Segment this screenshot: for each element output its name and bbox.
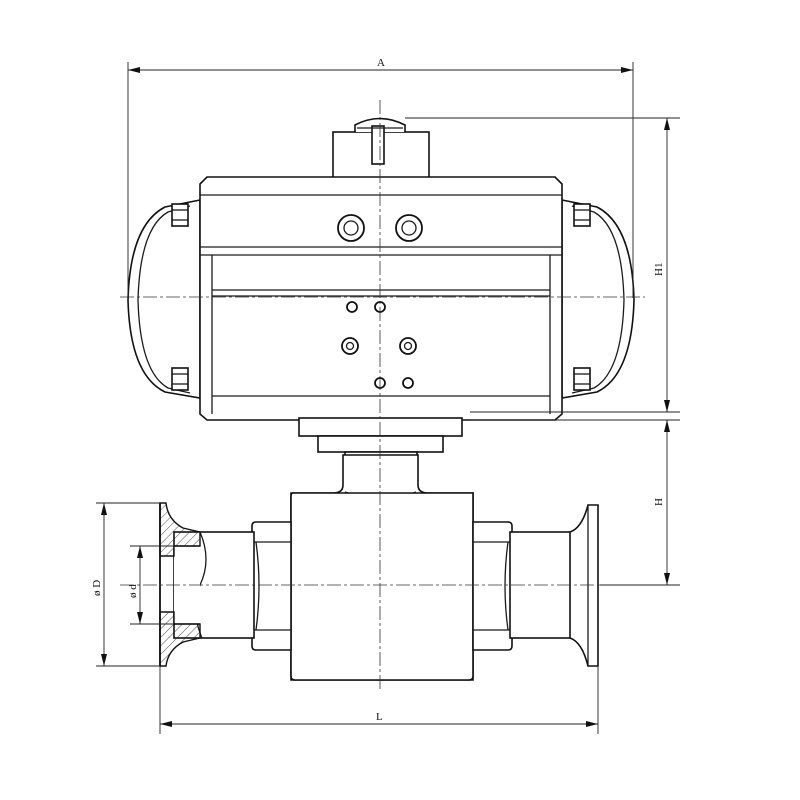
right-clamp-ferrule bbox=[569, 504, 599, 667]
right-top-bolt bbox=[573, 203, 591, 227]
dimension-H1: H1 bbox=[405, 117, 680, 413]
dimension-label-OD: ø D bbox=[91, 580, 103, 596]
center-lines bbox=[120, 100, 650, 690]
actuator-body bbox=[199, 176, 563, 421]
dimension-ID: ø d bbox=[127, 545, 174, 625]
left-end-cap bbox=[127, 199, 201, 399]
dimension-label-H: H bbox=[653, 498, 665, 506]
left-hex-nut bbox=[251, 521, 292, 651]
dimension-A: A bbox=[127, 57, 634, 298]
right-end-cap bbox=[561, 199, 635, 399]
pneumatic-actuator bbox=[127, 117, 635, 459]
right-hex-nut bbox=[472, 521, 513, 651]
dimension-L: L bbox=[159, 666, 599, 734]
left-clamp-ferrule bbox=[159, 502, 201, 667]
dimension-label-H1: H1 bbox=[653, 263, 665, 276]
dimension-H: H bbox=[470, 419, 680, 586]
ball-valve-body bbox=[159, 454, 599, 681]
dimension-label-L: L bbox=[376, 711, 383, 723]
dimension-OD: ø D bbox=[91, 502, 160, 667]
mounting-bracket bbox=[298, 417, 463, 459]
left-top-bolt bbox=[171, 203, 189, 227]
position-indicator bbox=[332, 117, 430, 181]
left-bottom-bolt bbox=[171, 367, 189, 391]
right-bottom-bolt bbox=[573, 367, 591, 391]
dimension-label-A: A bbox=[377, 57, 385, 69]
air-port-left bbox=[337, 214, 365, 242]
valve-center-block bbox=[290, 492, 474, 681]
air-port-right bbox=[395, 214, 423, 242]
dimension-label-ID: ø d bbox=[127, 584, 139, 598]
